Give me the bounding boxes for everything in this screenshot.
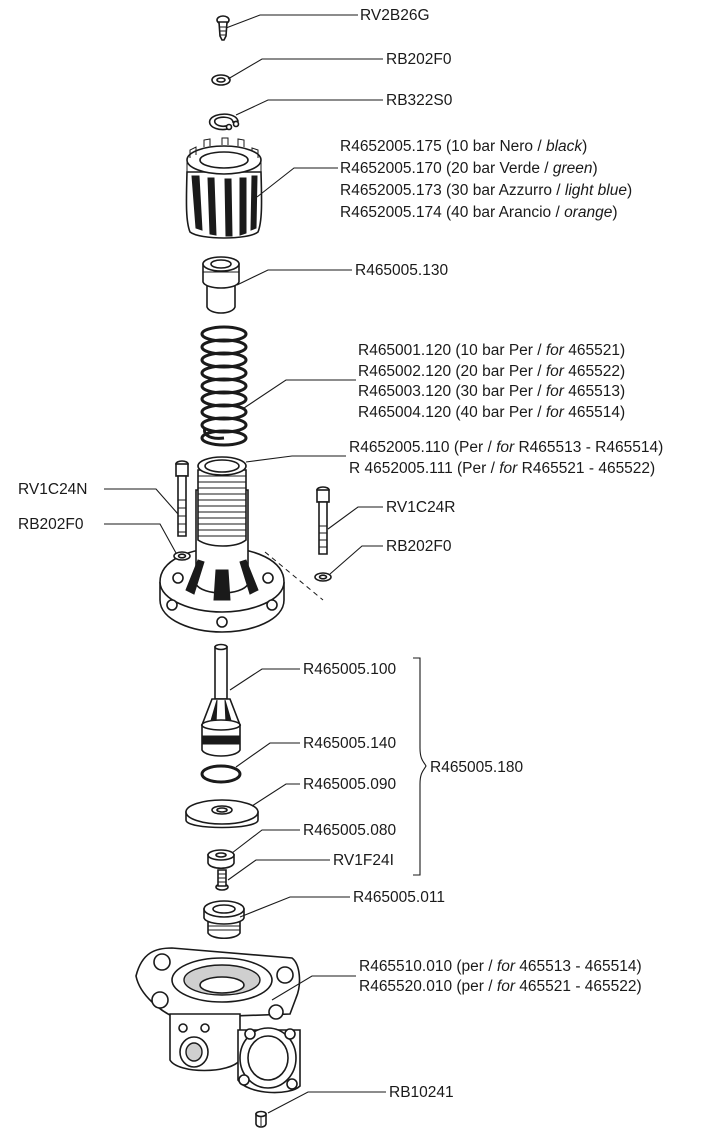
label-r465005-090: R465005.090 — [303, 776, 396, 793]
label-rb202f0-left: RB202F0 — [18, 516, 84, 533]
label-rb202f0-right: RB202F0 — [386, 538, 452, 555]
label-rb10241: RB10241 — [389, 1084, 454, 1101]
spring-code-line: R465003.120 (30 bar Per / for 465513) — [358, 383, 625, 400]
label-rv1c24r: RV1C24R — [386, 499, 456, 516]
knob-code-line: R4652005.174 (40 bar Arancio / orange) — [340, 204, 618, 221]
body-code-line: R4652005.110 (Per / for R465513 - R46551… — [349, 439, 663, 456]
washer-rb202f0-right — [314, 572, 332, 582]
spring — [200, 325, 248, 447]
base-code-list: R465510.010 (per / for 465513 - 465514) … — [359, 958, 642, 995]
assembly-dashed-line — [264, 551, 324, 601]
spring-code-line: R465004.120 (40 bar Per / for 465514) — [358, 404, 625, 421]
body-code-line: R 4652005.111 (Per / for R465521 - 46552… — [349, 460, 655, 477]
label-r465005-130: R465005.130 — [355, 262, 448, 279]
base-housing — [135, 947, 301, 1094]
label-rb202f0-top: RB202F0 — [386, 51, 452, 68]
screw-rv1f24i — [215, 869, 229, 891]
valve-seat — [203, 900, 245, 940]
screw-rv1c24n — [175, 460, 189, 537]
label-r465005-100: R465005.100 — [303, 661, 396, 678]
plug-rb10241 — [255, 1110, 267, 1128]
knob-code-line: R4652005.170 (20 bar Verde / green) — [340, 160, 598, 177]
base-code-line: R465520.010 (per / for 465521 - 465522) — [359, 978, 642, 995]
base-code-line: R465510.010 (per / for 465513 - 465514) — [359, 958, 642, 975]
washer-rb202f0-top — [211, 74, 231, 86]
leader-lines — [104, 14, 427, 1114]
oring — [200, 764, 242, 784]
valve-stem — [200, 643, 242, 757]
group-brace — [413, 657, 427, 876]
label-r465005-140: R465005.140 — [303, 735, 396, 752]
spring-code-list: R465001.120 (10 bar Per / for 465521) R4… — [358, 342, 625, 421]
knob-code-line: R4652005.175 (10 bar Nero / black) — [340, 138, 587, 155]
knob-cap — [185, 137, 263, 239]
washer-rb202f0-left — [173, 551, 191, 561]
knob-code-line: R4652005.173 (30 bar Azzurro / light blu… — [340, 182, 632, 199]
label-rv2b26g: RV2B26G — [360, 7, 430, 24]
diaphragm — [185, 799, 259, 829]
spring-code-line: R465002.120 (20 bar Per / for 465522) — [358, 363, 625, 380]
screw-rv1c24r — [316, 486, 330, 555]
label-group-r465005-180: R465005.180 — [430, 759, 523, 776]
body-code-list: R4652005.110 (Per / for R465513 - R46551… — [349, 439, 663, 477]
label-rb322s0: RB322S0 — [386, 92, 453, 109]
label-rv1f24i: RV1F24I — [333, 852, 394, 869]
spring-code-line: R465001.120 (10 bar Per / for 465521) — [358, 342, 625, 359]
knob-code-list: R4652005.175 (10 bar Nero / black) R4652… — [340, 138, 632, 221]
piston-r465005-130 — [202, 256, 240, 314]
nut — [207, 849, 235, 870]
label-r465005-080: R465005.080 — [303, 822, 396, 839]
bonnet-body — [159, 456, 285, 633]
circlip-rb322s0 — [208, 113, 240, 131]
label-r465005-011: R465005.011 — [353, 889, 445, 906]
screw-rv2b26g — [216, 15, 230, 41]
label-rv1c24n: RV1C24N — [18, 481, 88, 498]
